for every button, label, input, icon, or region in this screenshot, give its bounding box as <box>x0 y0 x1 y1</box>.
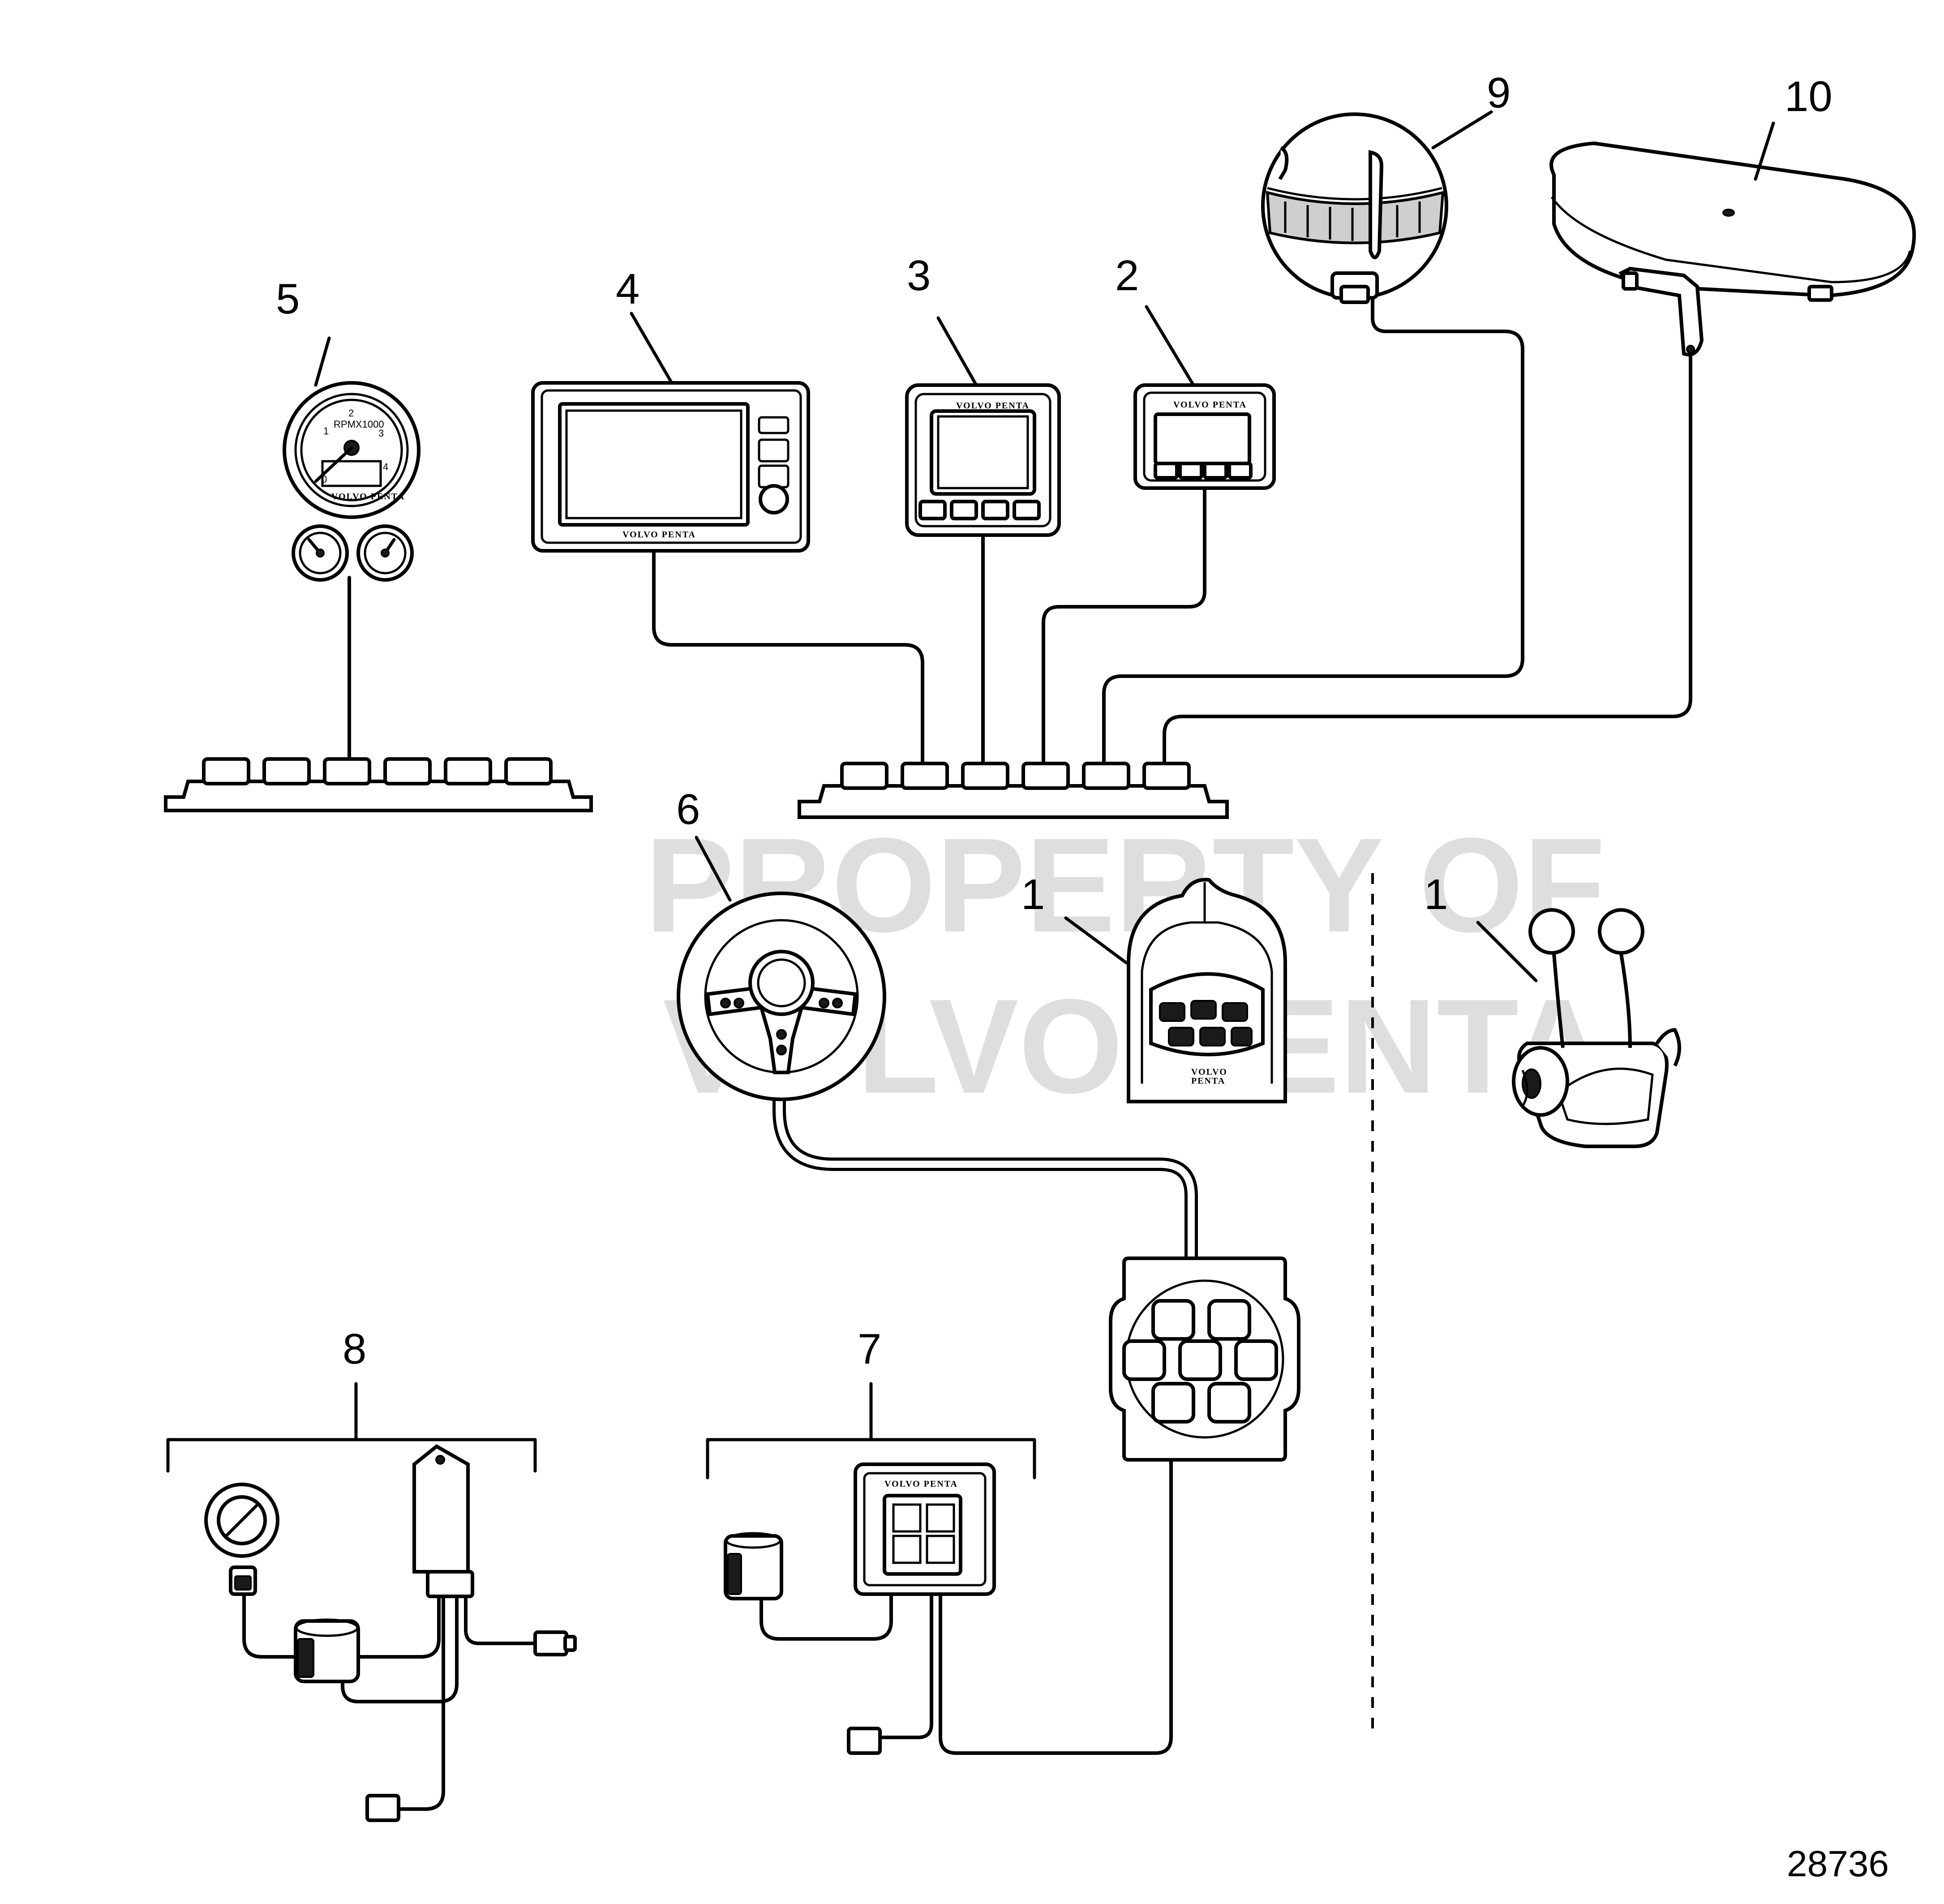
display-2-brand: VOLVO PENTA <box>1173 400 1247 410</box>
callout-1-lever: 1 <box>1424 871 1448 918</box>
steering-cable <box>772 1077 1198 1332</box>
main-network-hub <box>798 762 1229 819</box>
display-3-brand: VOLVO PENTA <box>956 401 1030 411</box>
svg-text:2: 2 <box>348 407 354 419</box>
reference-number: 28736 <box>1787 1844 1889 1884</box>
part-10-antenna-dome: 10 <box>1549 73 1916 356</box>
tacho-brand: VOLVO PENTA <box>331 492 405 502</box>
part-2-display: VOLVO PENTA 2 <box>1115 252 1276 490</box>
callout-9: 9 <box>1487 69 1511 117</box>
display-brand: VOLVO PENTA <box>622 530 696 540</box>
part-1-joystick-control: VOLVO PENTA 1 <box>1021 871 1287 1103</box>
part-8-wiring <box>242 1588 539 1811</box>
callout-6: 6 <box>676 785 700 833</box>
part-3-display: VOLVO PENTA 3 <box>905 252 1061 537</box>
left-hub-ports <box>202 757 553 785</box>
svg-text:4: 4 <box>383 461 388 472</box>
part-6-steering-wheel: 6 <box>676 785 886 1101</box>
junction-box <box>1109 1256 1300 1462</box>
callout-2: 2 <box>1115 252 1139 300</box>
main-hub-ports <box>840 762 1191 790</box>
svg-text:3: 3 <box>378 428 384 439</box>
callout-7: 7 <box>858 1325 881 1373</box>
callout-10: 10 <box>1785 73 1832 120</box>
callout-1-joystick: 1 <box>1021 871 1045 918</box>
part-1-lever-control: 1 <box>1424 871 1681 1148</box>
tacho-unit-label: RPMX1000 <box>334 419 384 430</box>
callout-3: 3 <box>907 252 931 300</box>
part-9-gps-antenna: 9 <box>1261 69 1511 304</box>
svg-text:1: 1 <box>323 425 329 437</box>
joystick-brand-1: VOLVO <box>1191 1067 1227 1077</box>
part-7-control-panel: VOLVO PENTA 7 <box>706 1325 1036 1755</box>
panel-7-brand: VOLVO PENTA <box>884 1479 958 1489</box>
network-cables <box>348 289 1692 776</box>
callout-4: 4 <box>616 265 639 313</box>
part-7-wiring <box>760 1431 1173 1755</box>
part-8-ignition-kit: 8 <box>166 1325 577 1822</box>
part-4-display: VOLVO PENTA 4 <box>531 265 810 553</box>
part-5-instrument-gauges: 0 1 2 3 4 RPMX1000 VOLVO PENTA 5 <box>276 275 421 582</box>
callout-5: 5 <box>276 275 300 323</box>
joystick-brand-2: PENTA <box>1191 1076 1225 1086</box>
callout-8: 8 <box>343 1325 366 1373</box>
left-network-hub <box>164 757 593 812</box>
joystick-buttons <box>1159 1000 1253 1046</box>
